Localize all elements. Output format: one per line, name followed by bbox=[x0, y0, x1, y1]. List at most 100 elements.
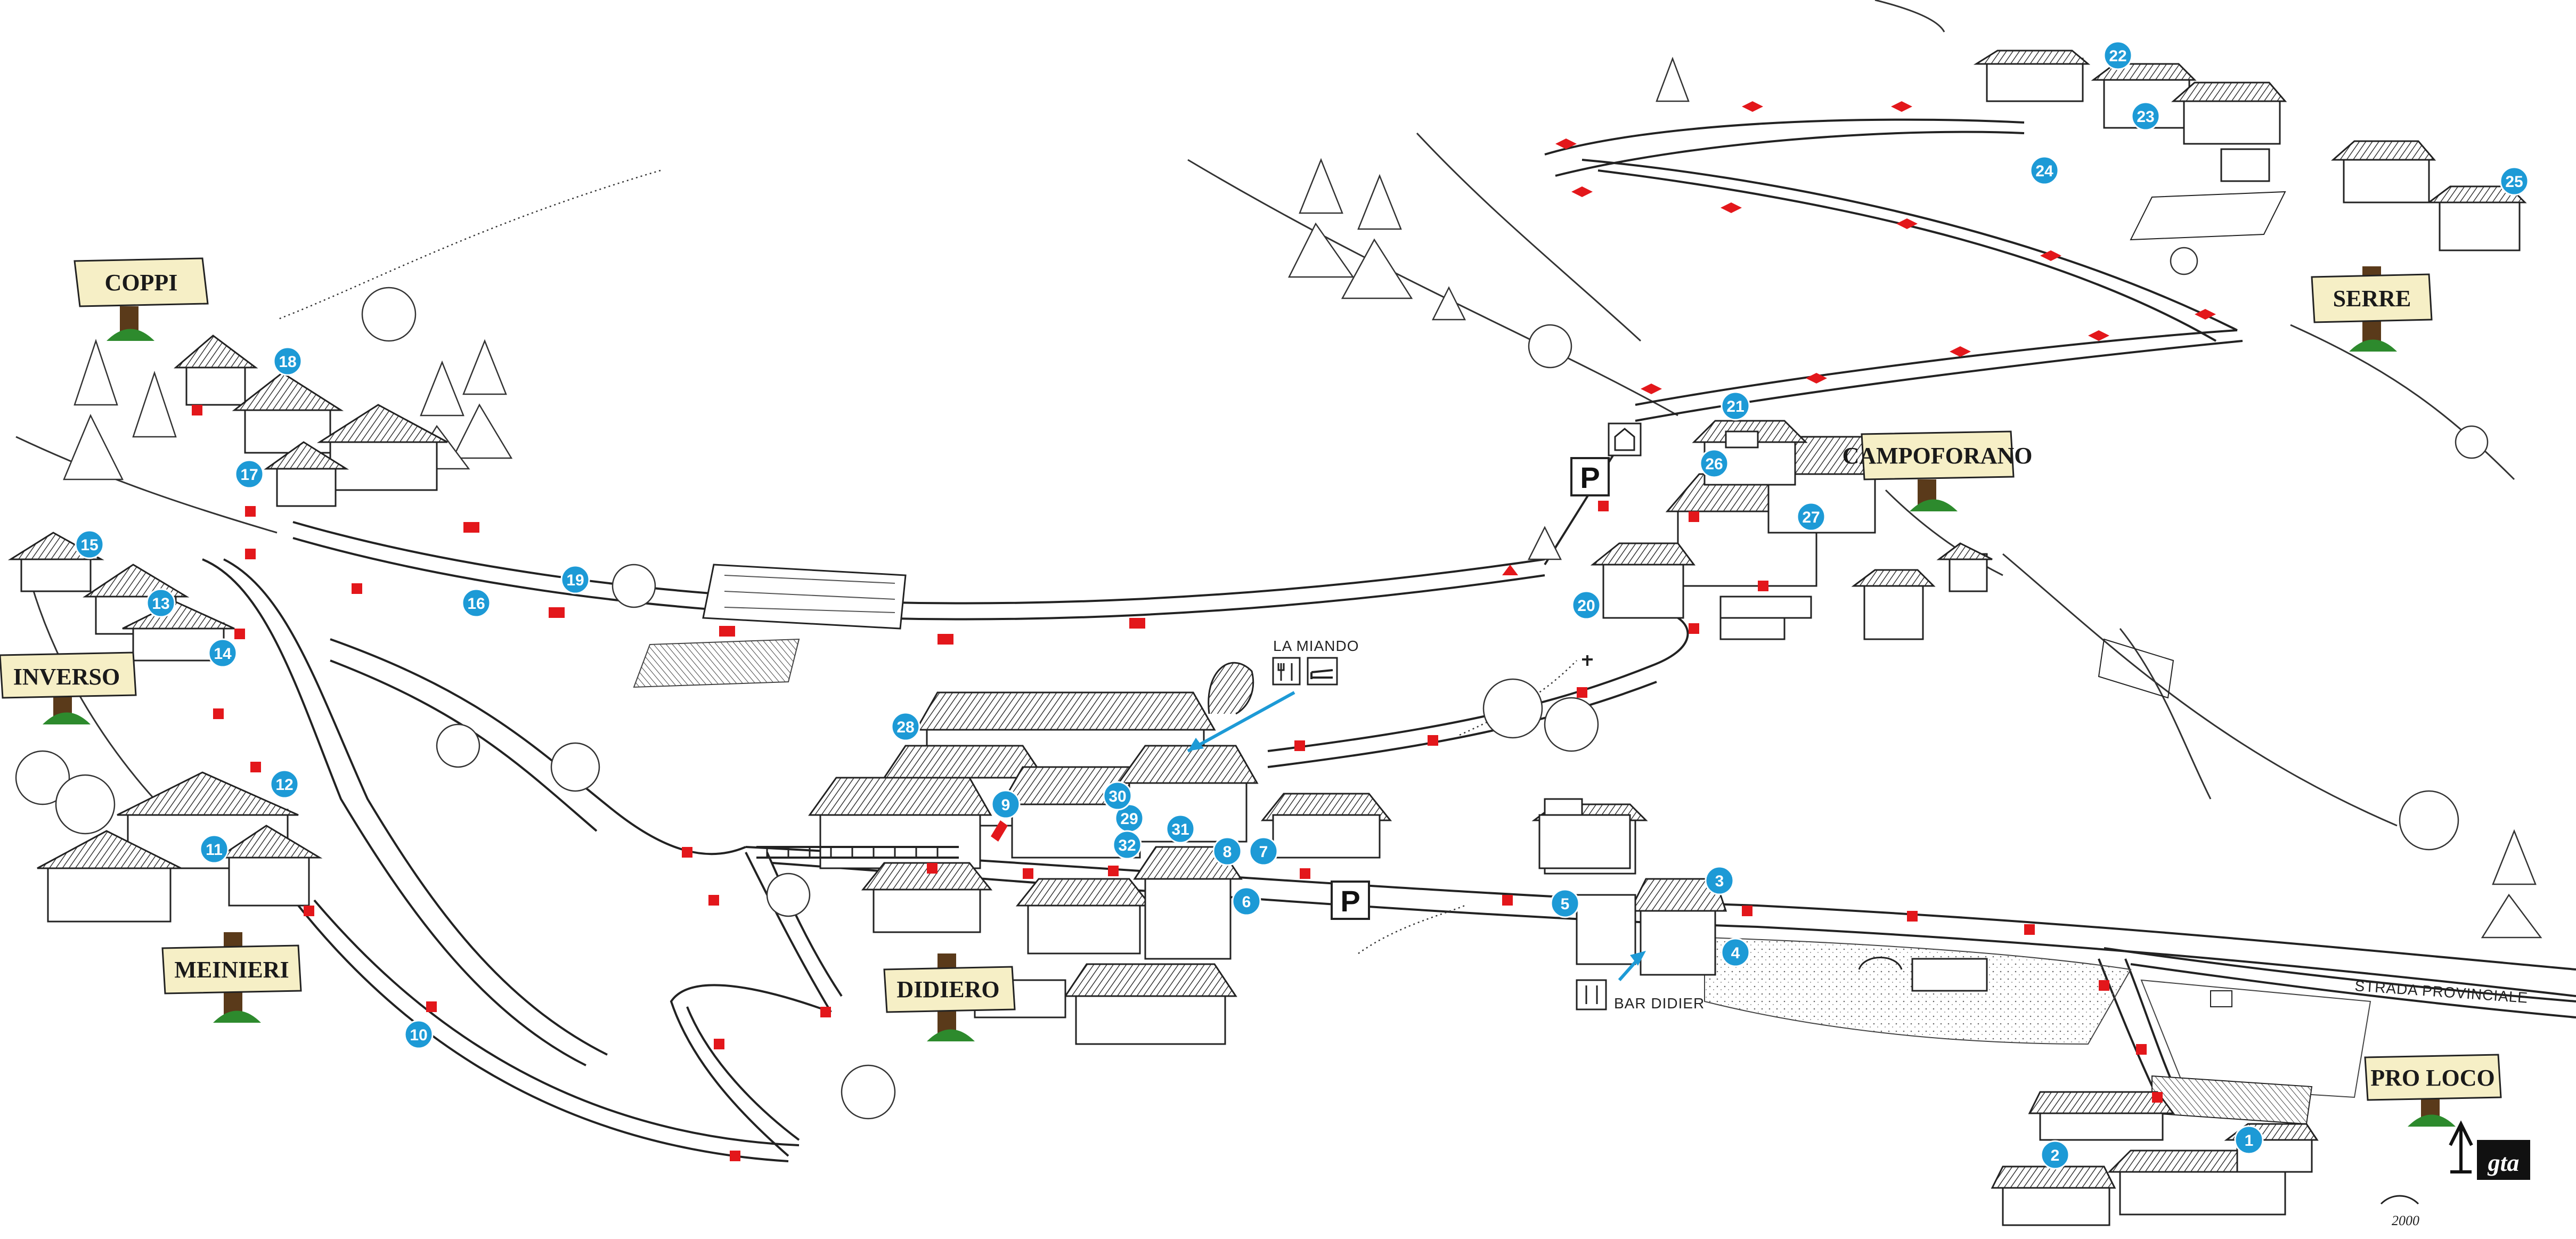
gta-logo: gta bbox=[2449, 1120, 2530, 1180]
bar-didier-poi: BAR DIDIER bbox=[1576, 951, 1705, 1012]
sign-pro-loco: PRO LOCO bbox=[2364, 1054, 2502, 1127]
waypoint-marker-14 bbox=[208, 638, 238, 668]
waypoint-number-13: 13 bbox=[152, 595, 169, 613]
waypoint-number-26: 26 bbox=[1705, 455, 1723, 473]
buildings-misc bbox=[974, 617, 1988, 1018]
sign-inverso: INVERSO bbox=[0, 651, 137, 724]
waypoint-number-4: 4 bbox=[1731, 944, 1740, 962]
waypoint-number-27: 27 bbox=[1802, 509, 1820, 526]
waypoint-number-2: 2 bbox=[2051, 1147, 2060, 1164]
waypoint-marker-11 bbox=[199, 834, 229, 864]
sign-coppi-label: COPPI bbox=[105, 270, 178, 296]
waypoint-number-5: 5 bbox=[1561, 895, 1570, 913]
sign-pro-loco-label: PRO LOCO bbox=[2370, 1065, 2495, 1091]
sign-serre-label: SERRE bbox=[2333, 286, 2411, 312]
waypoint-marker-15 bbox=[75, 529, 104, 559]
waypoint-marker-2 bbox=[2040, 1140, 2070, 1170]
waypoint-number-1: 1 bbox=[2245, 1132, 2254, 1150]
waypoint-number-16: 16 bbox=[467, 595, 485, 613]
direction-arrows bbox=[192, 101, 2216, 1161]
sign-serre: SERRE bbox=[2311, 266, 2433, 352]
waypoint-marker-4 bbox=[1721, 938, 1750, 967]
waypoint-marker-5 bbox=[1550, 889, 1580, 918]
waypoint-marker-8 bbox=[1212, 836, 1242, 866]
waypoint-number-20: 20 bbox=[1577, 597, 1595, 615]
buildings-didiero bbox=[756, 662, 1392, 1045]
artist-signature: 2000 bbox=[2380, 1195, 2419, 1228]
trees bbox=[15, 56, 2542, 1120]
waypoint-number-31: 31 bbox=[1171, 821, 1189, 838]
waypoint-marker-31 bbox=[1165, 814, 1195, 844]
waypoint-marker-24 bbox=[2029, 156, 2059, 185]
waypoint-number-18: 18 bbox=[279, 353, 296, 371]
waypoint-number-21: 21 bbox=[1726, 398, 1744, 415]
parking-icon: P bbox=[1331, 881, 1370, 920]
sign-meinieri-label: MEINIERI bbox=[174, 957, 289, 983]
la-miando-poi: LA MIANDO bbox=[1187, 638, 1359, 753]
waypoint-marker-9 bbox=[991, 789, 1021, 819]
waypoint-number-30: 30 bbox=[1108, 788, 1126, 805]
waypoint-number-24: 24 bbox=[2035, 162, 2053, 180]
waypoint-marker-18 bbox=[273, 346, 303, 376]
waypoint-marker-20 bbox=[1571, 590, 1601, 620]
waypoint-marker-32 bbox=[1112, 830, 1142, 860]
waypoint-marker-13 bbox=[146, 588, 176, 618]
waypoint-marker-6 bbox=[1232, 886, 1261, 916]
buildings-campoforano bbox=[1590, 420, 1993, 640]
waypoint-number-29: 29 bbox=[1120, 810, 1138, 828]
waypoint-marker-10 bbox=[404, 1020, 434, 1049]
waypoint-number-32: 32 bbox=[1118, 837, 1136, 854]
waypoint-number-19: 19 bbox=[566, 572, 584, 589]
numbered-markers: 1234567891011121314151617181920212223242… bbox=[75, 40, 2529, 1170]
waypoint-number-12: 12 bbox=[275, 776, 293, 794]
sign-inverso-label: INVERSO bbox=[13, 664, 120, 690]
waypoint-number-8: 8 bbox=[1223, 843, 1232, 861]
fork-knife-icon bbox=[1576, 979, 1607, 1010]
waypoint-marker-1 bbox=[2234, 1125, 2264, 1155]
waypoint-marker-23 bbox=[2131, 101, 2161, 131]
sign-didiero: DIDIERO bbox=[883, 953, 1016, 1041]
parking-label-didiero: P bbox=[1340, 884, 1360, 918]
waypoint-number-6: 6 bbox=[1242, 893, 1251, 911]
waypoint-number-15: 15 bbox=[80, 536, 98, 554]
waypoint-number-10: 10 bbox=[410, 1026, 427, 1044]
waypoint-marker-26 bbox=[1699, 449, 1729, 478]
waypoint-marker-22 bbox=[2103, 40, 2133, 70]
waypoint-marker-12 bbox=[270, 769, 299, 799]
chapel-icon bbox=[1608, 422, 1642, 457]
sign-didiero-label: DIDIERO bbox=[896, 976, 999, 1002]
waypoint-marker-3 bbox=[1705, 866, 1734, 895]
fork-knife-icon bbox=[1272, 657, 1301, 686]
waypoint-number-7: 7 bbox=[1259, 843, 1268, 861]
la-miando-label: LA MIANDO bbox=[1273, 638, 1359, 654]
waypoint-number-3: 3 bbox=[1715, 873, 1724, 890]
buildings-serre bbox=[1973, 50, 2527, 251]
waypoint-marker-27 bbox=[1796, 502, 1826, 532]
sign-campoforano-label: CAMPOFORANO bbox=[1843, 443, 2033, 469]
sign-meinieri: MEINIERI bbox=[161, 932, 302, 1023]
waypoint-marker-7 bbox=[1249, 836, 1278, 866]
bar-didier-label: BAR DIDIER bbox=[1614, 995, 1705, 1012]
waypoint-number-28: 28 bbox=[896, 719, 914, 736]
waypoint-number-17: 17 bbox=[240, 466, 258, 484]
waypoint-number-11: 11 bbox=[206, 841, 223, 859]
signature-year: 2000 bbox=[2392, 1213, 2419, 1228]
parking-label-campoforano: P bbox=[1580, 461, 1600, 494]
buildings-inverso bbox=[7, 532, 235, 662]
gta-logo-text: gta bbox=[2488, 1149, 2520, 1176]
waypoint-marker-30 bbox=[1103, 781, 1132, 811]
buildings-coppi bbox=[173, 335, 448, 507]
sign-coppi: COPPI bbox=[74, 257, 209, 341]
waypoint-marker-21 bbox=[1721, 391, 1750, 421]
waypoint-marker-28 bbox=[891, 712, 920, 741]
buildings-pro-loco bbox=[1991, 1091, 2319, 1226]
waypoint-number-14: 14 bbox=[214, 645, 232, 663]
waypoint-number-22: 22 bbox=[2109, 47, 2126, 65]
waypoint-marker-16 bbox=[461, 588, 491, 618]
waypoint-marker-19 bbox=[560, 565, 590, 594]
sign-campoforano: CAMPOFORANO bbox=[1843, 430, 2033, 511]
bed-icon bbox=[1307, 657, 1338, 686]
waypoint-marker-17 bbox=[234, 459, 264, 489]
waypoint-number-25: 25 bbox=[2505, 173, 2523, 191]
